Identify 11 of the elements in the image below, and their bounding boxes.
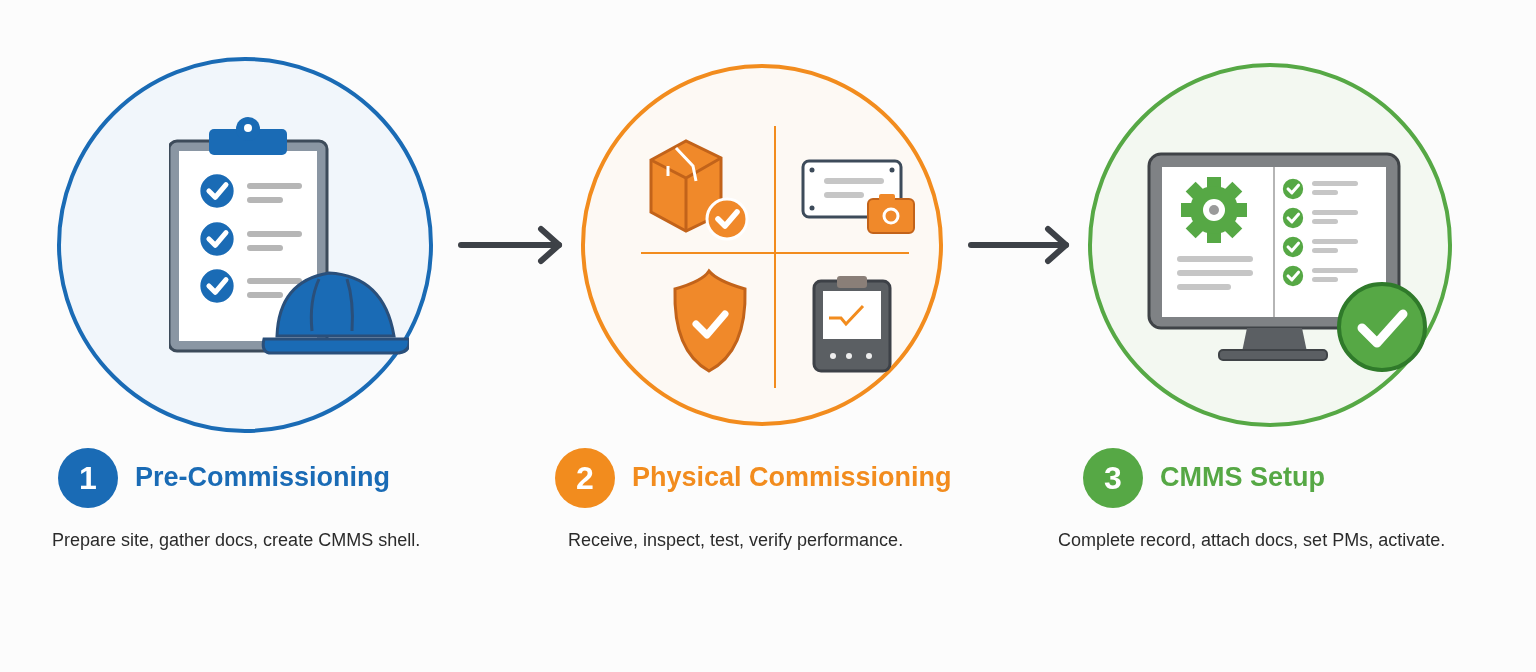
step-heading: CMMS Setup bbox=[1160, 464, 1325, 491]
step-description: Receive, inspect, test, verify performance. bbox=[568, 531, 904, 549]
step-number-badge: 3 bbox=[1083, 448, 1143, 508]
step-number-badge: 1 bbox=[58, 448, 118, 508]
step-description: Complete record, attach docs, set PMs, activate. bbox=[1058, 531, 1446, 549]
arrow bbox=[968, 226, 1069, 264]
step-number-badge: 2 bbox=[555, 448, 615, 508]
arrow bbox=[458, 226, 562, 264]
step-heading: Pre-Commissioning bbox=[135, 464, 391, 491]
step-heading: Physical Commissioning bbox=[632, 464, 952, 491]
step-description: Prepare site, gather docs, create CMMS shell. bbox=[52, 531, 421, 549]
